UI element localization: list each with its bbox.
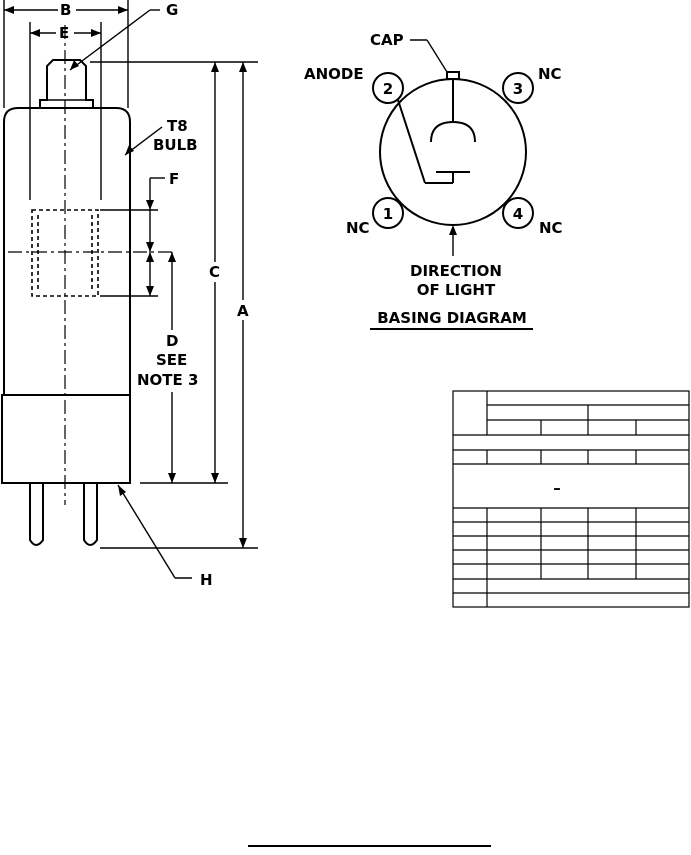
label-a: A (237, 302, 249, 320)
pin-3-circle (502, 72, 534, 104)
tube-base (1, 394, 131, 484)
pin-left (29, 483, 44, 546)
label-bulb: BULB (153, 136, 198, 154)
pin-right (83, 483, 98, 546)
label-anode: ANODE (304, 65, 364, 83)
label-g: G (166, 1, 178, 19)
basing-title: BASING DIAGRAM (377, 309, 527, 327)
label-bulb-t8: T8 (167, 117, 188, 135)
label-see: SEE (156, 351, 187, 369)
dim-f (100, 177, 165, 297)
dim-g-leader (69, 9, 160, 71)
direction-line-1: DIRECTION (410, 262, 502, 280)
label-note3: NOTE 3 (137, 371, 198, 389)
label-cap: CAP (370, 31, 404, 49)
label-c: C (209, 263, 220, 281)
label-f: F (169, 170, 179, 188)
top-cap (39, 59, 94, 108)
pin-2-circle (372, 72, 404, 104)
dim-a (100, 62, 258, 549)
label-d: D (166, 332, 178, 350)
pin-3-number: 3 (513, 80, 523, 98)
dimension-table (452, 390, 690, 608)
table-dash-mark: – (553, 479, 561, 497)
bulb-body (3, 107, 131, 395)
tube-outline (1, 25, 175, 546)
pin-4-number: 4 (513, 205, 523, 223)
pin-2-number: 2 (383, 80, 393, 98)
dim-b-e (3, 0, 129, 200)
label-nc-pin3: NC (538, 65, 562, 83)
pin-1-circle (372, 197, 404, 229)
label-nc-pin4: NC (539, 219, 563, 237)
label-b: B (60, 1, 71, 19)
dim-c (90, 61, 258, 483)
dim-h-leader (117, 484, 192, 579)
pin-1-number: 1 (383, 205, 393, 223)
direction-line-2: OF LIGHT (417, 281, 496, 299)
dim-d (140, 252, 228, 484)
label-e: E (59, 24, 69, 42)
basing-diagram (370, 39, 534, 330)
pin-4-circle (502, 197, 534, 229)
label-h: H (200, 571, 213, 589)
label-nc-pin1: NC (346, 219, 370, 237)
cathode-dashed (31, 209, 99, 297)
bulb-leader (124, 126, 163, 156)
